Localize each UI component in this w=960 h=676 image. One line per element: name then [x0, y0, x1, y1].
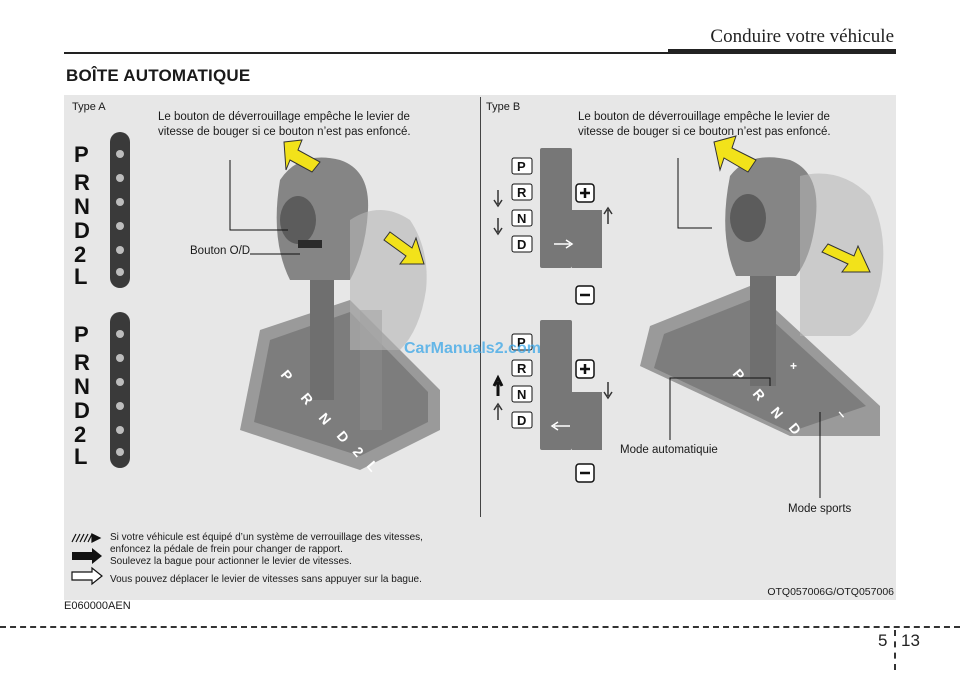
section-title: BOÎTE AUTOMATIQUE: [66, 66, 251, 85]
type-b-label: Type B: [486, 101, 521, 113]
type-b-gate-top: P R N D: [493, 148, 613, 305]
solid-arrow-icon: [72, 548, 102, 564]
od-button: [298, 240, 322, 248]
svg-text:N: N: [74, 374, 90, 399]
type-a-callout-lines: [229, 160, 300, 255]
type-b-shifter-illustration: P R N D + –: [640, 135, 884, 438]
type-a-gate-bottom: P R N D 2 L: [74, 312, 130, 469]
legend-text-outline: Vous pouvez déplacer le levier de vitess…: [110, 574, 422, 585]
svg-text:R: R: [517, 361, 527, 376]
section-code: E060000AEN: [64, 600, 131, 612]
svg-text:R: R: [74, 350, 90, 375]
gate-letter-2: 2: [74, 242, 86, 267]
svg-text:P: P: [517, 335, 526, 350]
type-a-caption: Le bouton de déverrouillage empêche le l…: [158, 111, 411, 138]
shifter-knob: [725, 157, 817, 276]
callout-sport-mode: Mode sports: [788, 503, 852, 515]
release-button: [730, 194, 766, 242]
header-rule: [64, 52, 896, 54]
chapter-title: Conduire votre véhicule: [710, 26, 894, 47]
shifter-shaft: [750, 266, 776, 386]
gate-letter-l: L: [74, 264, 87, 289]
svg-text:D: D: [74, 398, 90, 423]
footer-rule: [0, 626, 960, 628]
type-a-shifter-illustration: P R N D 2 L: [240, 139, 440, 475]
type-b-callout-lines: [669, 158, 821, 498]
hatched-arrow-icon: [71, 533, 102, 543]
gate-letter-d: D: [74, 218, 90, 243]
svg-text:R: R: [517, 185, 527, 200]
arrow-down-icon: [493, 190, 503, 208]
header-rule-thick: [668, 49, 896, 54]
svg-text:N: N: [517, 387, 526, 402]
svg-text:P: P: [517, 159, 526, 174]
page-number: 13: [901, 631, 920, 650]
svg-text:2: 2: [74, 422, 86, 447]
callout-auto-mode: Mode automatiquie: [620, 444, 718, 456]
type-b-gate-bottom: P R N D: [492, 320, 613, 483]
arrow-up-icon: [713, 135, 757, 173]
panel-divider: [480, 97, 481, 517]
svg-text:+: +: [790, 359, 797, 373]
svg-text:D: D: [517, 413, 526, 428]
gate-letter-n: N: [74, 194, 90, 219]
arrow-up-icon: [603, 206, 613, 224]
type-a-gate-top: P R N D 2 L: [74, 132, 130, 289]
release-button: [280, 196, 316, 244]
outline-arrow-icon: [71, 566, 103, 586]
gate-letter-r: R: [74, 170, 90, 195]
svg-text:D: D: [517, 237, 526, 252]
arrow-up-icon: [283, 139, 321, 173]
type-a-label: Type A: [72, 101, 106, 113]
gate-letter-p: P: [74, 142, 89, 167]
svg-text:N: N: [517, 211, 526, 226]
type-b-caption: Le bouton de déverrouillage empêche le l…: [578, 111, 831, 138]
watermark: CarManuals2.com: [404, 340, 541, 357]
legend-icons: [71, 533, 103, 586]
svg-text:P: P: [74, 322, 89, 347]
arrow-down-icon: [821, 243, 871, 273]
page-separator: [894, 630, 896, 670]
shifter-shaft: [310, 280, 334, 400]
legend-text: Si votre véhicule est équipé d’un systèm…: [110, 532, 423, 567]
gate-slot: [110, 132, 130, 288]
page-chapter: 5: [878, 631, 888, 650]
callout-od-button: Bouton O/D: [190, 245, 251, 257]
shifter-knob: [276, 157, 369, 280]
svg-text:L: L: [74, 444, 87, 469]
figure-code: OTQ057006G/OTQ057006: [767, 586, 894, 598]
arrow-down-icon: [383, 231, 425, 265]
